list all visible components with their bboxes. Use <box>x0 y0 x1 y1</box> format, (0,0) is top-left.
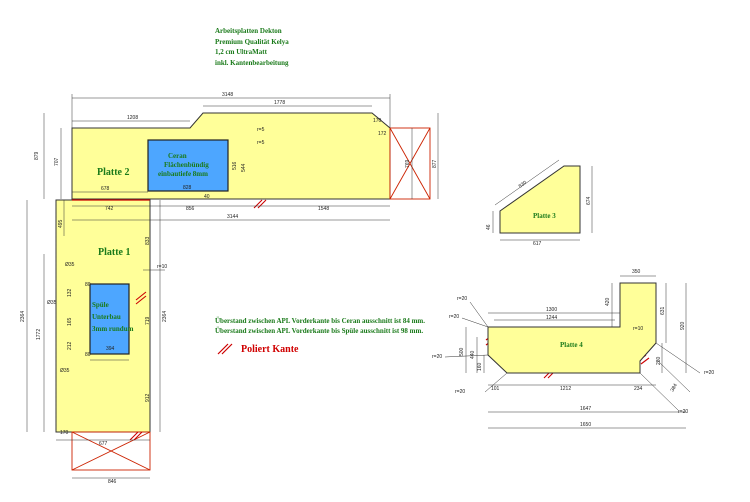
dim-879: 879 <box>34 151 40 160</box>
dim-420: 420 <box>605 297 611 306</box>
dim-833: 833 <box>145 236 151 245</box>
dim-r20-a: r=20 <box>457 296 467 302</box>
dim-856: 856 <box>186 206 195 212</box>
dim-3144: 3144 <box>227 214 238 220</box>
dim-912: 912 <box>145 393 151 402</box>
ceran-label-1: Ceran <box>168 152 187 160</box>
dim-d35-c: Ø35 <box>60 368 70 374</box>
dim-394: 394 <box>106 346 115 352</box>
dim-3148: 3148 <box>222 92 233 98</box>
dim-d35-b: Ø35 <box>47 300 57 306</box>
dim-877: 877 <box>432 159 438 168</box>
dim-1548: 1548 <box>318 206 329 212</box>
dim-920: 920 <box>680 321 686 330</box>
dim-384: 384 <box>670 383 679 393</box>
plate-4-label: Platte 4 <box>560 341 583 349</box>
dim-677: 677 <box>99 441 108 447</box>
dim-r20-c: r=20 <box>432 354 442 360</box>
plate-3-shape <box>499 165 581 234</box>
dim-2364-b: 2364 <box>162 311 168 322</box>
dim-742: 742 <box>105 206 114 212</box>
dim-40: 40 <box>204 194 210 200</box>
dim-r5-b: r=5 <box>257 140 265 146</box>
dim-719: 719 <box>145 316 151 325</box>
plate-2-label: Platte 2 <box>97 167 130 178</box>
dim-1300: 1300 <box>546 307 557 313</box>
dim-1208: 1208 <box>127 115 138 121</box>
info-line-ceran: Überstand zwischen APL Vorderkante bis C… <box>215 317 426 325</box>
dim-r20-d: r=20 <box>704 370 714 376</box>
plate-1-label: Platte 1 <box>98 247 131 258</box>
dim-495: 495 <box>58 219 64 228</box>
info-line-sink: Überstand zwischen APL Vorderkante bis S… <box>215 327 424 335</box>
dim-r20-f: r=20 <box>678 409 688 415</box>
dim-1772: 1772 <box>36 329 42 340</box>
dim-1647: 1647 <box>580 406 591 412</box>
plate-3-label: Platte 3 <box>533 212 556 220</box>
dim-280: 280 <box>656 356 662 365</box>
dim-234: 234 <box>634 386 643 392</box>
dim-80-a: 80 <box>85 282 91 288</box>
dim-r5-a: r=5 <box>257 127 265 133</box>
dim-674: 674 <box>586 196 592 205</box>
dim-1778: 1778 <box>274 100 285 106</box>
polished-edge-icon <box>217 343 233 355</box>
dim-80-b: 80 <box>85 352 91 358</box>
dim-165: 165 <box>67 317 73 326</box>
plate-4-shape <box>487 282 657 374</box>
dim-707: 707 <box>54 157 60 166</box>
dim-46: 46 <box>486 224 492 230</box>
dim-350: 350 <box>632 269 641 275</box>
note-line: 1,2 cm UltraMatt <box>215 48 267 56</box>
ceran-label-3: einbautiefe 8mm <box>158 170 208 178</box>
dim-2364-a: 2364 <box>20 311 26 322</box>
dimensions-plate-4 <box>444 275 701 429</box>
note-line: Arbeitsplatten Dekton <box>215 27 282 35</box>
ceran-label-2: Flächenbündig <box>164 161 209 169</box>
dim-617: 617 <box>533 241 542 247</box>
dim-101: 101 <box>491 386 500 392</box>
dim-828: 828 <box>183 185 192 191</box>
dim-769: 769 <box>405 159 411 168</box>
dim-1650: 1650 <box>580 422 591 428</box>
dim-846: 846 <box>108 479 117 485</box>
appliance-box-right <box>389 127 431 200</box>
dim-500: 500 <box>459 347 465 356</box>
dim-r10-a: r=10 <box>157 264 167 270</box>
dim-516: 516 <box>232 161 238 170</box>
sink-cutout <box>89 283 130 355</box>
overhang-info: Überstand zwischen APL Vorderkante bis C… <box>215 316 425 336</box>
note-line: inkl. Kantenbearbeitung <box>215 58 289 67</box>
dim-170: 170 <box>373 118 382 124</box>
appliance-box-bottom <box>71 431 151 471</box>
dim-170-b: 170 <box>60 430 69 436</box>
dim-r20-e: r=20 <box>455 389 465 395</box>
ceran-cutout <box>147 139 229 192</box>
dim-212: 212 <box>67 341 73 350</box>
sink-label-1: Spüle <box>92 301 109 309</box>
dim-172: 172 <box>378 131 387 137</box>
dim-132: 132 <box>67 288 73 297</box>
dim-544: 544 <box>241 163 247 172</box>
dim-160: 160 <box>477 362 483 371</box>
dim-440: 440 <box>470 350 476 359</box>
plate-2-shape <box>71 112 391 200</box>
dim-830: 830 <box>518 180 528 190</box>
legend-label: Poliert Kante <box>241 343 299 355</box>
dim-678: 678 <box>101 186 110 192</box>
sink-label-2: Unterbau <box>92 313 121 321</box>
dimensions-main <box>26 94 439 479</box>
dim-r20-b: r=20 <box>449 314 459 320</box>
note-line: Premium Qualität Kelya <box>215 37 289 46</box>
legend: Poliert Kante <box>217 343 298 355</box>
sink-label-3: 3mm rundum <box>92 325 134 333</box>
dim-1244: 1244 <box>546 315 557 321</box>
material-notes: Arbeitsplatten Dekton Premium Qualität K… <box>215 26 289 68</box>
dim-1212: 1212 <box>560 386 571 392</box>
dim-d35-a: Ø35 <box>65 262 75 268</box>
dim-r10-b: r=10 <box>633 326 643 332</box>
dim-631: 631 <box>660 306 666 315</box>
